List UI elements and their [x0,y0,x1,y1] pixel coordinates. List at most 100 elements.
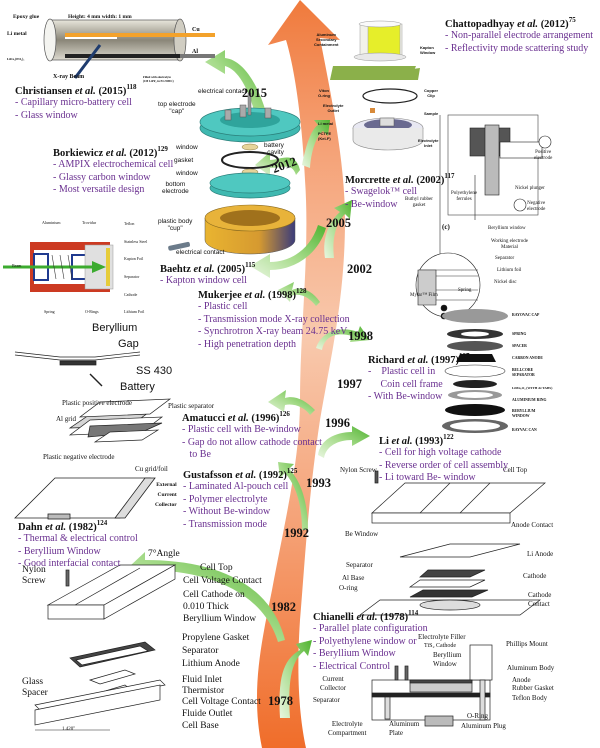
label-line: Nylon [22,565,46,575]
label-line: Aluminum [389,720,420,728]
entry-amatucci: Amatucci et al. (1996)126 - Plastic cell… [182,410,322,462]
label-nylon-screw-li: Nylon Screw [340,466,377,474]
label-line: Outlet [327,108,339,113]
label-window-1: window [176,144,198,151]
label-carbon-anode: CARBON ANODE [512,356,543,360]
entry-christiansen: Christiansen et al. (2015)118 - Capillar… [15,83,137,122]
label-cell-voltage-contact-2: Cell Voltage Contact [182,697,261,707]
ref-number: 75 [568,16,576,24]
bullet: - AMPIX electrochemical cell [53,159,174,170]
label-bottom-electrode: bottom electrode [162,181,189,195]
year: (1982) [68,522,97,533]
label-cell-base: Cell Base [182,721,219,731]
label-line: Inlet [424,143,433,148]
label-be-window: Be Window [345,530,379,538]
label-line: cavity [267,149,284,156]
dahn-cell-drawing [34,564,177,731]
label-nylon-screw-dahn: Nylon Screw [22,565,46,587]
label-line: Window [433,660,457,668]
author: Chianelli [313,612,354,623]
entry-title: Richard et al. (1997)127 [368,352,470,366]
label-line: Kapton [420,45,434,50]
bullet: - Synchrotron X-ray beam 24.75 keV [198,326,348,337]
entry-title: Mukerjee et al. (1998)128 [198,287,350,301]
amatucci-cell-drawing [14,351,172,443]
bullet: - Beryllium Window [18,545,101,557]
entry-title: Gustafsson et al. (1992)125 [183,467,297,481]
bullet: - Plastic cell with Be-window [182,424,301,435]
label-mylar-film: Mylar™ Film [410,293,438,298]
label-polyethylene-ferrules: Polyethylene ferrules [451,191,477,202]
ref-number: 124 [96,519,108,527]
label-electrolyte-filler: Electrolyte Filler [418,633,466,641]
entry-title: Baehtz et al. (2005)115 [160,261,255,275]
branch-arrows [130,50,370,718]
et-al: et al. [235,470,257,481]
branch-arrow-1993 [318,426,370,458]
bullet: - Polymer electrolyte [183,493,268,505]
label-line: Current [157,492,177,498]
label-line: Buthyl rubber [405,197,433,202]
label-line: "cup" [167,225,183,232]
label-line: Polyethylene [451,191,478,196]
label-line: Screw [22,576,46,586]
et-al: et al. [193,264,215,275]
label-ss430: SS 430 [136,365,173,377]
chattopadhyay-cell-drawing [330,20,424,151]
label-li-anode: Li Anode [527,550,554,558]
label-separator-li: Separator [346,561,373,569]
label-7-angle: 7°Angle [148,549,180,559]
bullet: - Polyethylene window or [313,635,417,647]
label-thermistor: Thermistor [182,686,225,696]
branch-arrow-1997 [316,326,370,350]
author: Richard [368,355,405,366]
kapton-window-cell-drawing [3,242,114,292]
et-al: et al. [392,175,414,186]
bullet: - Parallel plate configuration [313,623,428,634]
label-spring-swagelok: Spring [458,288,472,293]
label-line: Beryllium Window [183,614,257,624]
label-electrolyte-compartment: Electrolyte Compartment [328,720,367,738]
author: Amatucci [182,413,226,424]
label-beam: Beam [12,263,22,268]
year: (1997) [431,355,459,366]
label-line: Compartment [328,729,367,737]
ref-number: 128 [295,287,307,295]
year-label-1997: 1997 [337,377,362,391]
label-line: ferrules [456,196,472,202]
branch-arrow-1996 [268,390,315,415]
label-xray-beam: X-ray Beam [53,74,85,80]
label-battery-cavity: battery cavity [264,142,284,156]
label-lithium-foil: Lithium foil [497,268,522,273]
bullet: - Li toward Be- window [379,472,476,483]
bullet: - Without Be-window [183,506,271,517]
entry-title: Borkiewicz et al. (2012)129 [53,145,173,159]
year-label-1993: 1993 [306,476,331,490]
label-viton-oring: Viton O-ring [318,88,330,98]
label-current-collector: Current Collector [320,675,346,693]
label-orings: O-Rings [85,309,99,314]
label-al-base: Al Base [342,574,365,582]
label-filled-electrolyte-2: (1M LiPF₆ in EC/DMC) [143,79,174,83]
label-stainless-steel: Stainless Steel [124,239,148,244]
year: (2005) [217,264,246,275]
year-label-1982: 1982 [271,600,296,614]
label-line: Electrolyte [331,720,363,728]
label-nickel-plunger: Nickel plunger [515,186,545,191]
bullet: - Electrical Control [313,660,391,672]
label-oring-li: O-ring [339,584,358,592]
entry-baehtz: Baehtz et al. (2005)115 - Kapton window … [160,261,255,288]
label-line: Copper [424,88,438,93]
label-aluminum-body: Aluminum Body [507,664,555,672]
year-label-1998: 1998 [348,329,373,343]
ref-number: 114 [408,609,419,617]
label-beryllium-window-coin: BERYLLIUM WINDOW [512,409,536,418]
chianelli-cell-drawing [371,644,493,727]
year: (1998) [267,290,296,301]
label-line: Cell Cathode on [183,590,245,600]
year-label-1978: 1978 [268,694,293,708]
label-line: PCTFE [318,131,332,136]
entry-title: Amatucci et al. (1996)126 [182,410,322,424]
bullet: - Gap do not allow cathode contact [182,436,322,448]
